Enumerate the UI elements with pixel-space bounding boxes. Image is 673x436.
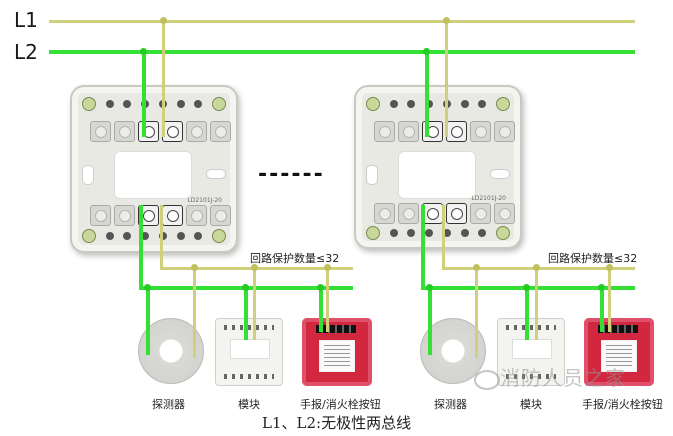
wire-l2 <box>244 310 248 340</box>
side-slot <box>490 169 510 179</box>
manual-call-point-icon <box>584 318 654 386</box>
device-label: 模块 <box>238 398 260 411</box>
loop2-note: 回路保护数量≤32 <box>548 252 638 265</box>
wire-l1 <box>475 310 478 358</box>
wire-l2 <box>319 310 323 332</box>
drop-l1-base2 <box>445 20 448 130</box>
screw-row-top <box>82 97 226 111</box>
junction-dot <box>160 17 167 24</box>
wire-l2 <box>142 85 146 137</box>
wire-l2 <box>428 310 432 355</box>
wire-l1 <box>535 268 538 338</box>
junction-dot <box>443 17 450 24</box>
junction-dot <box>144 284 151 291</box>
junction-dot <box>598 284 605 291</box>
side-slot <box>206 169 226 179</box>
wire-l1 <box>608 268 611 331</box>
screw-row-top <box>366 97 510 111</box>
wire-l1 <box>193 310 196 358</box>
base-model: LD2101J-20 <box>187 197 222 204</box>
screw-row-bottom <box>366 226 510 240</box>
terminal-row-bottom <box>90 205 231 226</box>
wire-l2 <box>421 205 425 288</box>
bus-line-l2 <box>49 50 635 54</box>
junction-dot <box>533 264 540 271</box>
wire-l2 <box>600 310 604 332</box>
device-label: 手报/消火栓按钮 <box>300 398 381 411</box>
wire-l1 <box>253 268 256 338</box>
drop-l1-base1 <box>162 20 165 130</box>
wire-l2 <box>425 85 429 137</box>
bus-label-l1: L1 <box>14 8 38 32</box>
terminal-row-bottom <box>374 203 515 224</box>
junction-dot <box>523 284 530 291</box>
junction-dot <box>426 284 433 291</box>
base-window <box>114 151 192 199</box>
junction-dot <box>473 264 480 271</box>
wire-l1 <box>162 85 165 137</box>
wire-l1 <box>160 205 163 268</box>
junction-dot <box>423 48 430 55</box>
wire-l1 <box>535 310 538 340</box>
base-model: LD2101J-20 <box>471 195 506 202</box>
terminal-row-top <box>374 121 515 142</box>
side-slot <box>82 165 94 185</box>
junction-dot <box>324 264 331 271</box>
detector-base-2: LD2101J-20 <box>354 85 522 249</box>
device-label: 手报/消火栓按钮 <box>582 398 663 411</box>
device-label: 探测器 <box>152 398 185 411</box>
watermark: 消防人员之家 <box>500 366 626 390</box>
wire-l1 <box>608 310 611 332</box>
screw-row-bottom <box>82 229 226 243</box>
manual-call-point-icon <box>302 318 372 386</box>
bus-line-l1 <box>49 20 635 23</box>
wire-l2 <box>525 310 529 340</box>
loop1-note: 回路保护数量≤32 <box>250 252 340 265</box>
wire-l1 <box>253 310 256 340</box>
wire-l2 <box>139 205 143 288</box>
junction-dot <box>191 264 198 271</box>
junction-dot <box>317 284 324 291</box>
wire-l1 <box>445 85 448 137</box>
module-icon <box>497 318 565 386</box>
side-slot <box>366 165 378 185</box>
device-label: 模块 <box>520 398 542 411</box>
base-window <box>398 151 476 199</box>
wire-l2 <box>600 287 604 331</box>
detector-base-1: LD2101J-20 <box>70 85 238 253</box>
wire-l1 <box>442 205 445 268</box>
wechat-icon <box>474 370 500 390</box>
bus-label-l2: L2 <box>14 40 38 64</box>
ellipsis: ------ <box>258 162 325 187</box>
wire-l1 <box>326 268 329 331</box>
module-icon <box>215 318 283 386</box>
wire-l2 <box>319 287 323 331</box>
device-label: 探测器 <box>434 398 467 411</box>
terminal-row-top <box>90 121 231 142</box>
wire-l2 <box>146 310 150 355</box>
junction-dot <box>242 284 249 291</box>
junction-dot <box>251 264 258 271</box>
footer-note: L1、L2:无极性两总线 <box>262 414 412 432</box>
wire-l1 <box>326 310 329 332</box>
junction-dot <box>606 264 613 271</box>
junction-dot <box>140 48 147 55</box>
